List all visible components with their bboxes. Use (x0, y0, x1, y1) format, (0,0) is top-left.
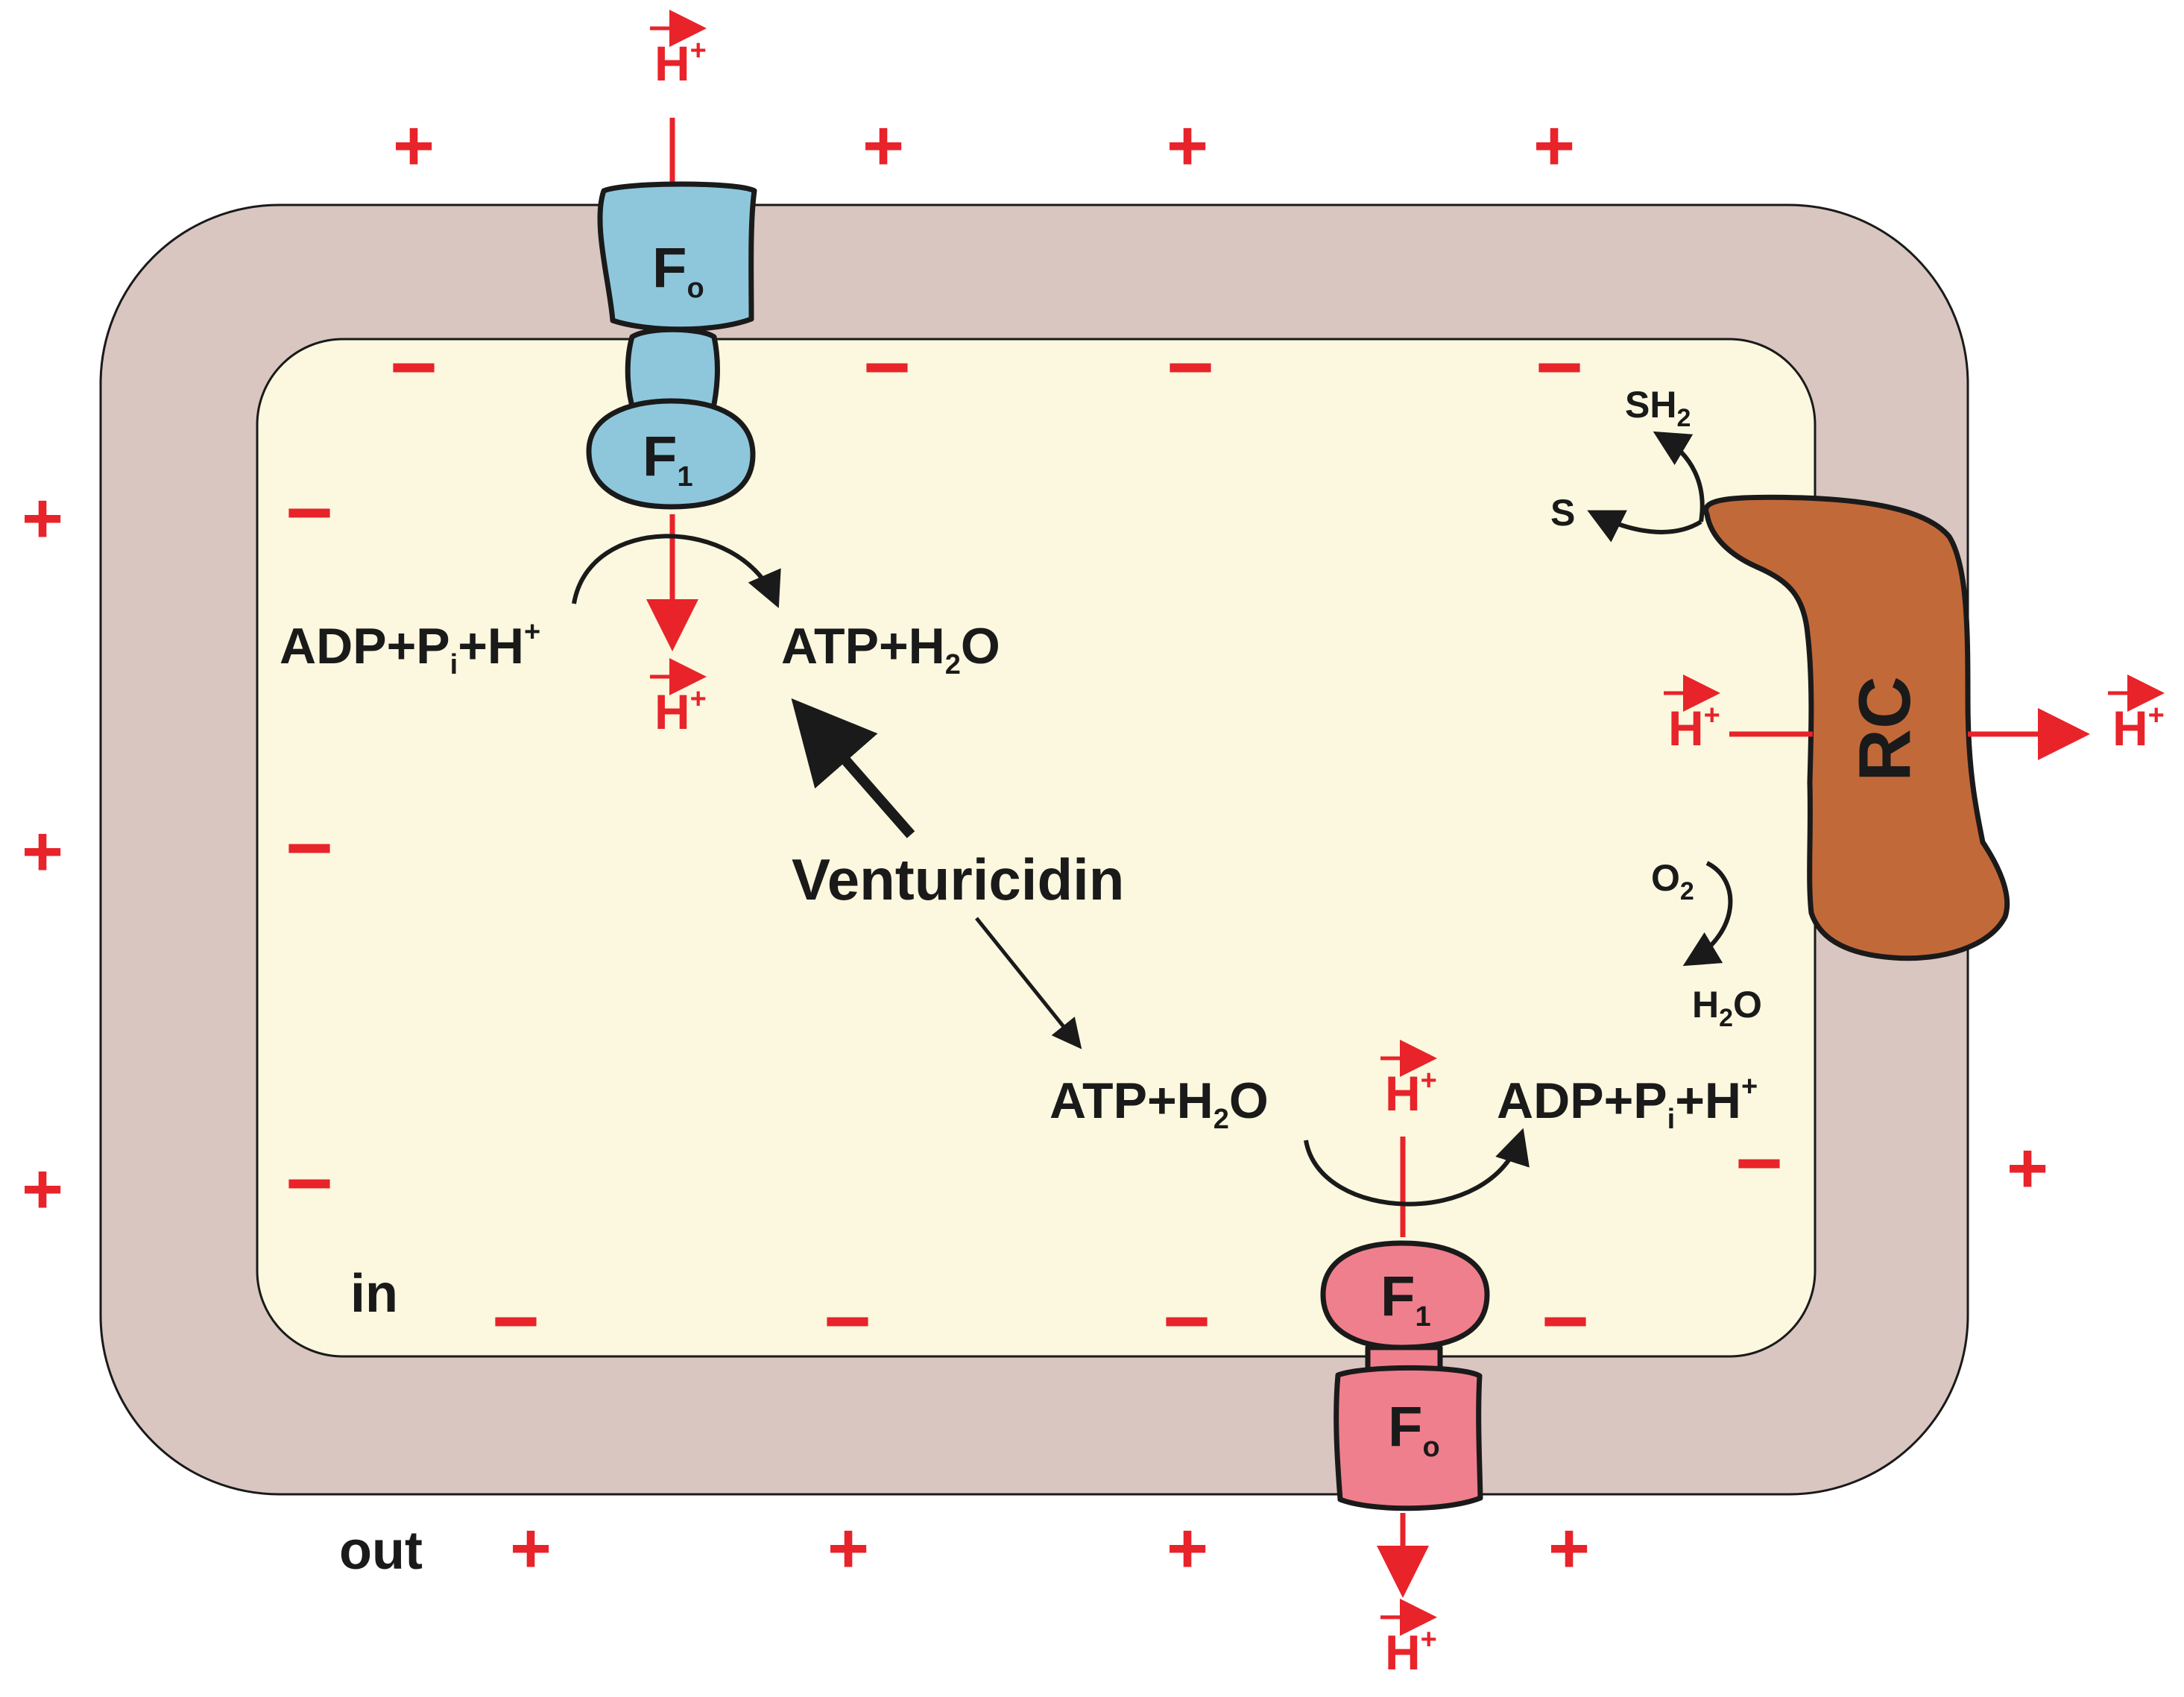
charge-minus: − (1541, 1275, 1589, 1367)
charge-plus: + (862, 106, 904, 186)
svg-text:H+: H+ (2112, 700, 2165, 756)
pink-fo-subunit (1334, 1365, 1483, 1511)
charge-plus: + (1167, 106, 1208, 186)
charge-plus: + (22, 812, 63, 891)
substrate-oxidation-arrow (1587, 510, 1702, 543)
charge-minus: − (390, 321, 438, 413)
region-label-in: in (350, 1264, 398, 1324)
charge-minus: − (824, 1275, 871, 1367)
charge-plus: + (22, 1149, 63, 1229)
proton-label-rc-out: H+ (2108, 674, 2165, 756)
svg-text:H+: H+ (654, 683, 707, 739)
synthesis-product: ATP+H2O (781, 618, 1000, 680)
proton-label-rc-in: H+ (1664, 674, 1720, 756)
charge-plus: + (1548, 1508, 1590, 1588)
charge-minus: − (1163, 1275, 1211, 1367)
inhibition-arrow-synthesis (791, 698, 915, 838)
proton-label-top-in: H+ (650, 658, 707, 739)
water-label: H2O (1692, 984, 1762, 1032)
oxygen-label: O2 (1651, 857, 1694, 906)
substrate-s-label: S (1550, 492, 1575, 534)
substrate-release-arrow (1653, 431, 1705, 522)
charge-minus: − (285, 802, 333, 894)
svg-text:H+: H+ (1385, 1065, 1437, 1121)
proton-label-bottom-in: H+ (1380, 1040, 1437, 1121)
pink-f1-label: F1 (1380, 1265, 1431, 1333)
hydrolysis-curve-arrow (1304, 1128, 1530, 1207)
respiratory-complex-label: RC (1843, 676, 1925, 782)
charge-plus: + (22, 478, 63, 558)
pink-fo-label: Fo (1388, 1395, 1440, 1463)
charge-minus: − (1735, 1117, 1783, 1209)
hydrolysis-substrate: ATP+H2O (1050, 1072, 1269, 1135)
blue-fo-subunit (597, 181, 757, 332)
svg-text:H+: H+ (654, 35, 707, 91)
blue-fo-label: Fo (652, 236, 704, 304)
proton-label-top: H+ (650, 10, 707, 91)
synthesis-curve-arrow (572, 534, 781, 608)
inhibitor-label: Venturicidin (792, 847, 1124, 912)
svg-text:H+: H+ (1668, 700, 1720, 756)
region-label-out: out (339, 1521, 423, 1581)
charge-plus: + (827, 1508, 869, 1588)
svg-text:H+: H+ (1385, 1624, 1437, 1680)
charge-minus: − (1167, 321, 1214, 413)
charge-plus: + (1167, 1508, 1208, 1588)
substrate-sh2-label: SH2 (1625, 384, 1691, 432)
respiratory-complex (1703, 494, 2010, 961)
positive-charges: + + + + + + + + + + + + (22, 106, 2048, 1588)
proton-label-bottom-out: H+ (1380, 1599, 1437, 1680)
charge-minus: − (492, 1275, 540, 1367)
charge-plus: + (510, 1508, 552, 1588)
charge-plus: + (1533, 106, 1575, 186)
inhibition-arrow-hydrolysis (975, 917, 1082, 1049)
pink-f1-subunit (1320, 1240, 1490, 1350)
charge-plus: + (2007, 1128, 2048, 1208)
blue-f1-subunit (586, 398, 756, 510)
charge-plus: + (393, 106, 435, 186)
synthesis-substrate: ADP+Pi+H+ (280, 616, 540, 680)
charge-minus: − (1536, 321, 1583, 413)
charge-minus: − (285, 1137, 333, 1229)
oxygen-reduction-arrow (1682, 861, 1733, 967)
blue-f1-label: F1 (643, 425, 693, 493)
charge-minus: − (285, 467, 333, 558)
hydrolysis-product: ADP+Pi+H+ (1497, 1071, 1758, 1135)
negative-charges: − − − − − − − − − − − − (285, 321, 1783, 1367)
charge-minus: − (863, 321, 911, 413)
